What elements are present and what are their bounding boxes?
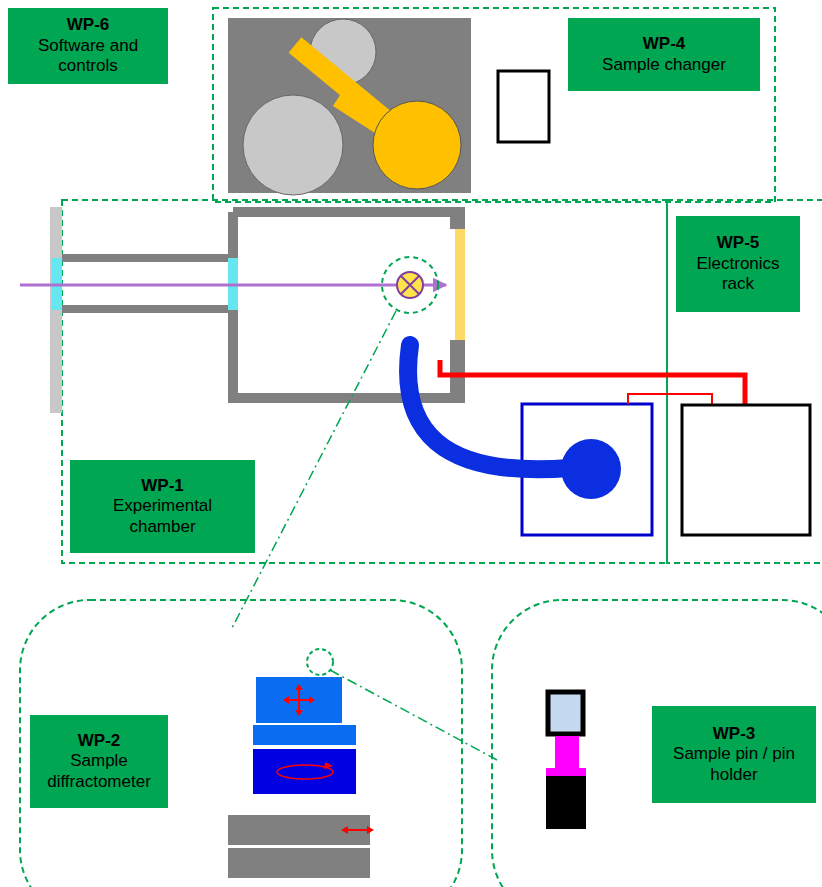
flange bbox=[50, 207, 62, 413]
package-number: WP-4 bbox=[643, 34, 686, 54]
motion-arrow bbox=[341, 826, 374, 834]
pin-holder bbox=[546, 776, 586, 829]
work-package-box: WP-1Experimental chamber bbox=[70, 460, 255, 553]
work-package-box: WP-4Sample changer bbox=[568, 18, 760, 91]
base-plate bbox=[228, 848, 370, 878]
xyz-stage bbox=[256, 677, 342, 723]
work-package-box: WP-5Electronics rack bbox=[676, 216, 800, 312]
rotation-arrow bbox=[324, 762, 333, 769]
detector-head bbox=[561, 439, 621, 499]
chamber-wall bbox=[233, 212, 455, 398]
zoom-circle bbox=[382, 257, 438, 313]
x-ray-beam bbox=[20, 284, 446, 287]
work-package-box: WP-2Sample diffractometer bbox=[30, 715, 168, 808]
tube-wall bbox=[62, 305, 232, 313]
robot-base bbox=[373, 101, 461, 189]
region-outline bbox=[213, 8, 775, 202]
zoom-circle bbox=[307, 649, 333, 675]
detector-hose bbox=[408, 345, 570, 469]
linear-stage bbox=[228, 815, 370, 845]
rotation-stage bbox=[253, 749, 356, 794]
package-name: Experimental chamber bbox=[78, 496, 247, 537]
package-number: WP-2 bbox=[78, 731, 121, 751]
motion-arrow bbox=[345, 829, 370, 831]
controller-box bbox=[498, 71, 549, 142]
pin-collar bbox=[546, 768, 586, 776]
work-package-box: WP-6Software and controls bbox=[8, 8, 168, 84]
package-number: WP-6 bbox=[67, 15, 110, 35]
chamber-wall bbox=[450, 207, 465, 229]
sample-symbol bbox=[401, 276, 419, 294]
pin bbox=[555, 736, 579, 768]
chamber-wall bbox=[450, 340, 465, 403]
package-name: Electronics rack bbox=[684, 254, 792, 295]
zoom-leader bbox=[232, 311, 396, 628]
work-package-box: WP-3Sample pin / pin holder bbox=[652, 706, 816, 803]
package-number: WP-3 bbox=[713, 724, 756, 744]
zoom-region bbox=[492, 600, 822, 887]
exit-window bbox=[455, 229, 465, 340]
dewar-large bbox=[243, 95, 343, 195]
package-number: WP-5 bbox=[717, 233, 760, 253]
sample-symbol bbox=[397, 272, 423, 298]
package-name: Sample changer bbox=[602, 55, 726, 75]
stage-plate bbox=[253, 725, 356, 745]
zoom-region bbox=[20, 600, 462, 887]
region-outline bbox=[62, 200, 667, 563]
package-name: Software and controls bbox=[16, 36, 160, 77]
package-number: WP-1 bbox=[141, 476, 184, 496]
cable bbox=[440, 360, 745, 406]
rack-box bbox=[682, 405, 810, 535]
package-name: Sample diffractometer bbox=[38, 751, 160, 792]
sample-mount bbox=[548, 692, 583, 734]
package-name: Sample pin / pin holder bbox=[660, 744, 808, 785]
motion-arrow bbox=[283, 684, 315, 716]
tube-wall bbox=[62, 254, 232, 262]
zoom-leader bbox=[330, 670, 497, 760]
motion-arrow bbox=[287, 688, 311, 712]
